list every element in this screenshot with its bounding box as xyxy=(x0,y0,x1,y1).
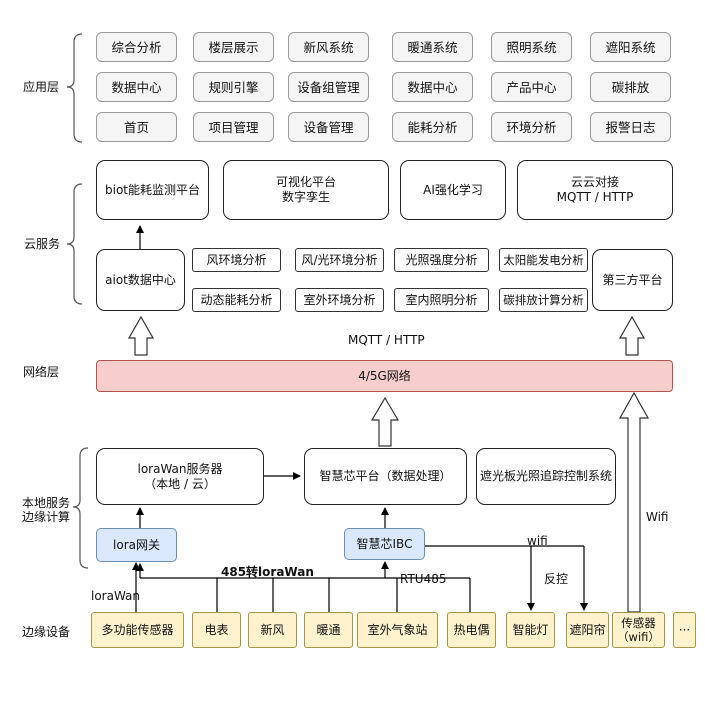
biot-platform[interactable]: biot能耗监测平台 xyxy=(96,160,209,220)
shading-control-system[interactable]: 遮光板光照追踪控制系统 xyxy=(476,448,616,505)
app-item[interactable]: 数据中心 xyxy=(392,72,473,102)
label-wifi-upper: Wifi xyxy=(646,510,669,524)
smart-core-platform[interactable]: 智慧芯平台（数据处理） xyxy=(304,448,467,505)
label-485-to-lorawan: 485转loraWan xyxy=(221,565,314,579)
analysis-item[interactable]: 动态能耗分析 xyxy=(192,288,281,312)
aiot-data-center[interactable]: aiot数据中心 xyxy=(96,249,185,311)
label-rtu485: RTU485 xyxy=(400,572,447,586)
lorawan-server[interactable]: loraWan服务器 （本地 / 云） xyxy=(96,448,264,505)
analysis-item[interactable]: 碳排放计算分析 xyxy=(499,288,588,312)
hollow-arrow-center xyxy=(370,396,400,447)
app-item[interactable]: 能耗分析 xyxy=(392,112,473,142)
analysis-item[interactable]: 室内照明分析 xyxy=(394,288,489,312)
layer-label-local: 本地服务 边缘计算 xyxy=(22,496,71,524)
lora-gateway[interactable]: lora网关 xyxy=(96,528,177,562)
app-item[interactable]: 产品中心 xyxy=(491,72,572,102)
layer-label-app: 应用层 xyxy=(23,80,60,94)
app-item[interactable]: 环境分析 xyxy=(491,112,572,142)
device-weather-station[interactable]: 室外气象站 xyxy=(357,612,438,648)
app-item[interactable]: 暖通系统 xyxy=(392,32,473,62)
visual-platform[interactable]: 可视化平台 数字孪生 xyxy=(223,160,389,220)
app-item[interactable]: 照明系统 xyxy=(491,32,572,62)
app-item[interactable]: 综合分析 xyxy=(96,32,177,62)
device-wifi-sensor[interactable]: 传感器 （wifi） xyxy=(612,612,665,648)
third-party-platform[interactable]: 第三方平台 xyxy=(592,249,673,311)
device-meter[interactable]: 电表 xyxy=(192,612,241,648)
hollow-arrow-left xyxy=(127,315,155,356)
app-item[interactable]: 设备管理 xyxy=(288,112,369,142)
device-more[interactable]: ··· xyxy=(673,612,696,648)
ai-learning[interactable]: AI强化学习 xyxy=(400,160,506,220)
app-item[interactable]: 数据中心 xyxy=(96,72,177,102)
brace-app xyxy=(66,33,83,143)
brace-local xyxy=(72,447,89,569)
app-item[interactable]: 楼层展示 xyxy=(193,32,274,62)
device-fresh-air[interactable]: 新风 xyxy=(248,612,297,648)
network-bar[interactable]: 4/5G网络 xyxy=(96,360,673,392)
app-item[interactable]: 碳排放 xyxy=(590,72,671,102)
app-item[interactable]: 遮阳系统 xyxy=(590,32,671,62)
hollow-arrow-right xyxy=(618,315,646,356)
layer-label-edge: 边缘设备 xyxy=(22,625,71,639)
analysis-item[interactable]: 太阳能发电分析 xyxy=(499,248,588,272)
device-hvac[interactable]: 暖通 xyxy=(304,612,353,648)
analysis-item[interactable]: 风/光环境分析 xyxy=(295,248,384,272)
device-smart-light[interactable]: 智能灯 xyxy=(506,612,555,648)
device-thermocouple[interactable]: 热电偶 xyxy=(447,612,496,648)
protocol-label: MQTT / HTTP xyxy=(348,333,425,347)
analysis-item[interactable]: 室外环境分析 xyxy=(295,288,384,312)
layer-label-network: 网络层 xyxy=(23,365,60,379)
label-lorawan: loraWan xyxy=(91,589,141,603)
layer-label-cloud: 云服务 xyxy=(24,237,61,251)
device-blinds[interactable]: 遮阳帘 xyxy=(566,612,609,648)
brace-cloud xyxy=(66,183,83,305)
app-item[interactable]: 项目管理 xyxy=(193,112,274,142)
analysis-item[interactable]: 光照强度分析 xyxy=(394,248,489,272)
app-item[interactable]: 报警日志 xyxy=(590,112,671,142)
hollow-arrow-wifi xyxy=(618,391,650,613)
smart-core-ibc[interactable]: 智慧芯IBC xyxy=(344,528,425,560)
label-wifi: wifi xyxy=(527,534,548,548)
device-multi-sensor[interactable]: 多功能传感器 xyxy=(91,612,184,648)
analysis-item[interactable]: 风环境分析 xyxy=(192,248,281,272)
app-item[interactable]: 新风系统 xyxy=(288,32,369,62)
cloud-dock[interactable]: 云云对接 MQTT / HTTP xyxy=(517,160,673,220)
label-control: 反控 xyxy=(544,572,569,586)
app-item[interactable]: 设备组管理 xyxy=(288,72,369,102)
app-item[interactable]: 首页 xyxy=(96,112,177,142)
app-item[interactable]: 规则引擎 xyxy=(193,72,274,102)
